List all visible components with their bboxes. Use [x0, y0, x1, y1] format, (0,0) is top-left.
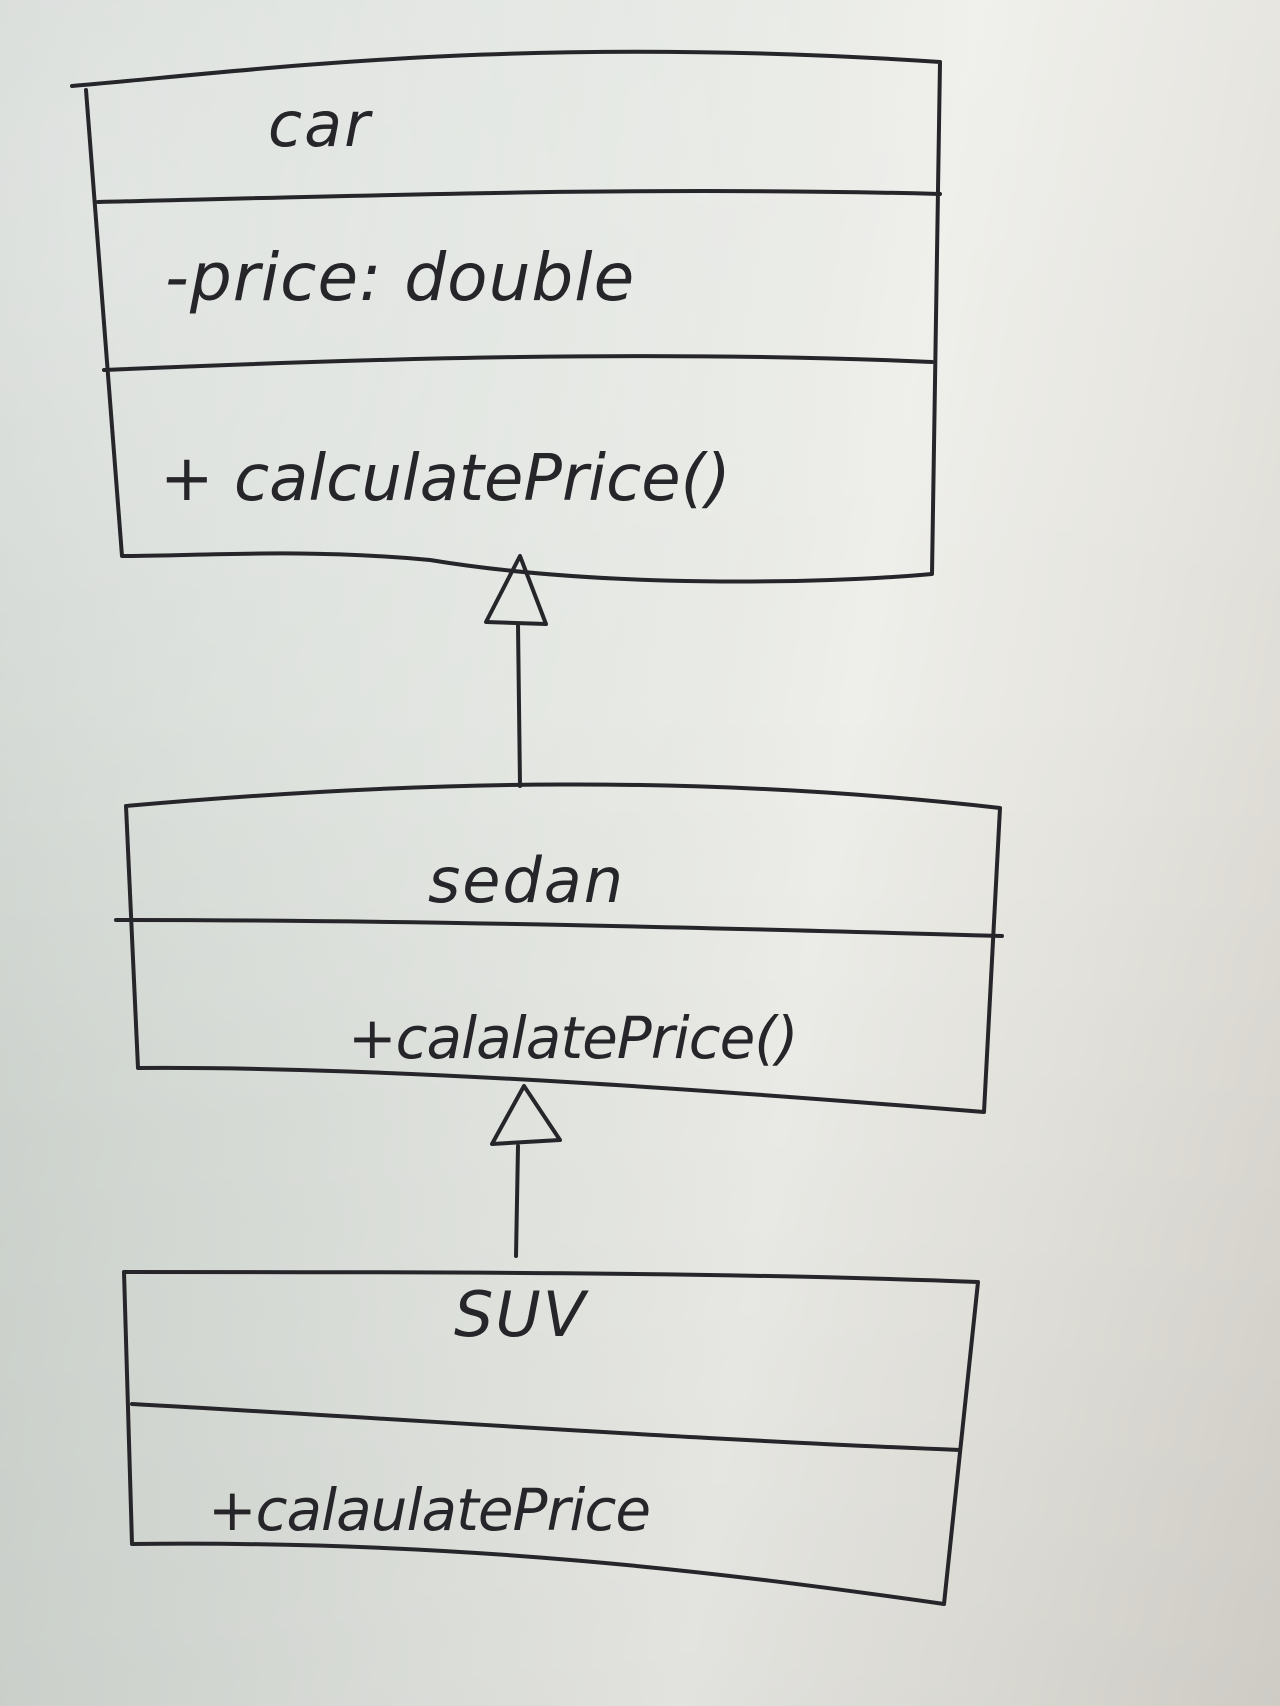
- generalization-arrowhead: [484, 554, 548, 626]
- class-car-operation: + calculatePrice(): [160, 442, 731, 516]
- class-suv-outline: [122, 1270, 980, 1606]
- class-suv-divider: [130, 1402, 962, 1452]
- class-car: car -price: double + calculatePrice(): [70, 49, 942, 584]
- class-sedan: sedan +calalatePrice(): [114, 782, 1004, 1114]
- generalization-sedan-to-car: [484, 554, 548, 788]
- class-car-divider-2: [102, 354, 934, 372]
- class-suv: SUV +calaulatePrice: [122, 1270, 980, 1606]
- class-sedan-outline: [124, 782, 1002, 1114]
- class-suv-operation: +calaulatePrice: [208, 1476, 650, 1544]
- class-sedan-name: sedan: [428, 844, 625, 917]
- class-car-attribute: -price: double: [165, 239, 635, 316]
- generalization-suv-to-sedan: [490, 1084, 562, 1258]
- class-sedan-operation: +calalatePrice(): [348, 1004, 798, 1072]
- class-car-outline: [70, 49, 942, 584]
- class-suv-name: SUV: [454, 1278, 590, 1351]
- generalization-arrowhead: [490, 1084, 562, 1146]
- generalization-line: [516, 622, 522, 788]
- class-car-divider-1: [96, 189, 942, 204]
- generalization-line: [514, 1144, 520, 1258]
- class-car-name: car: [268, 88, 373, 161]
- class-sedan-divider: [114, 918, 1004, 938]
